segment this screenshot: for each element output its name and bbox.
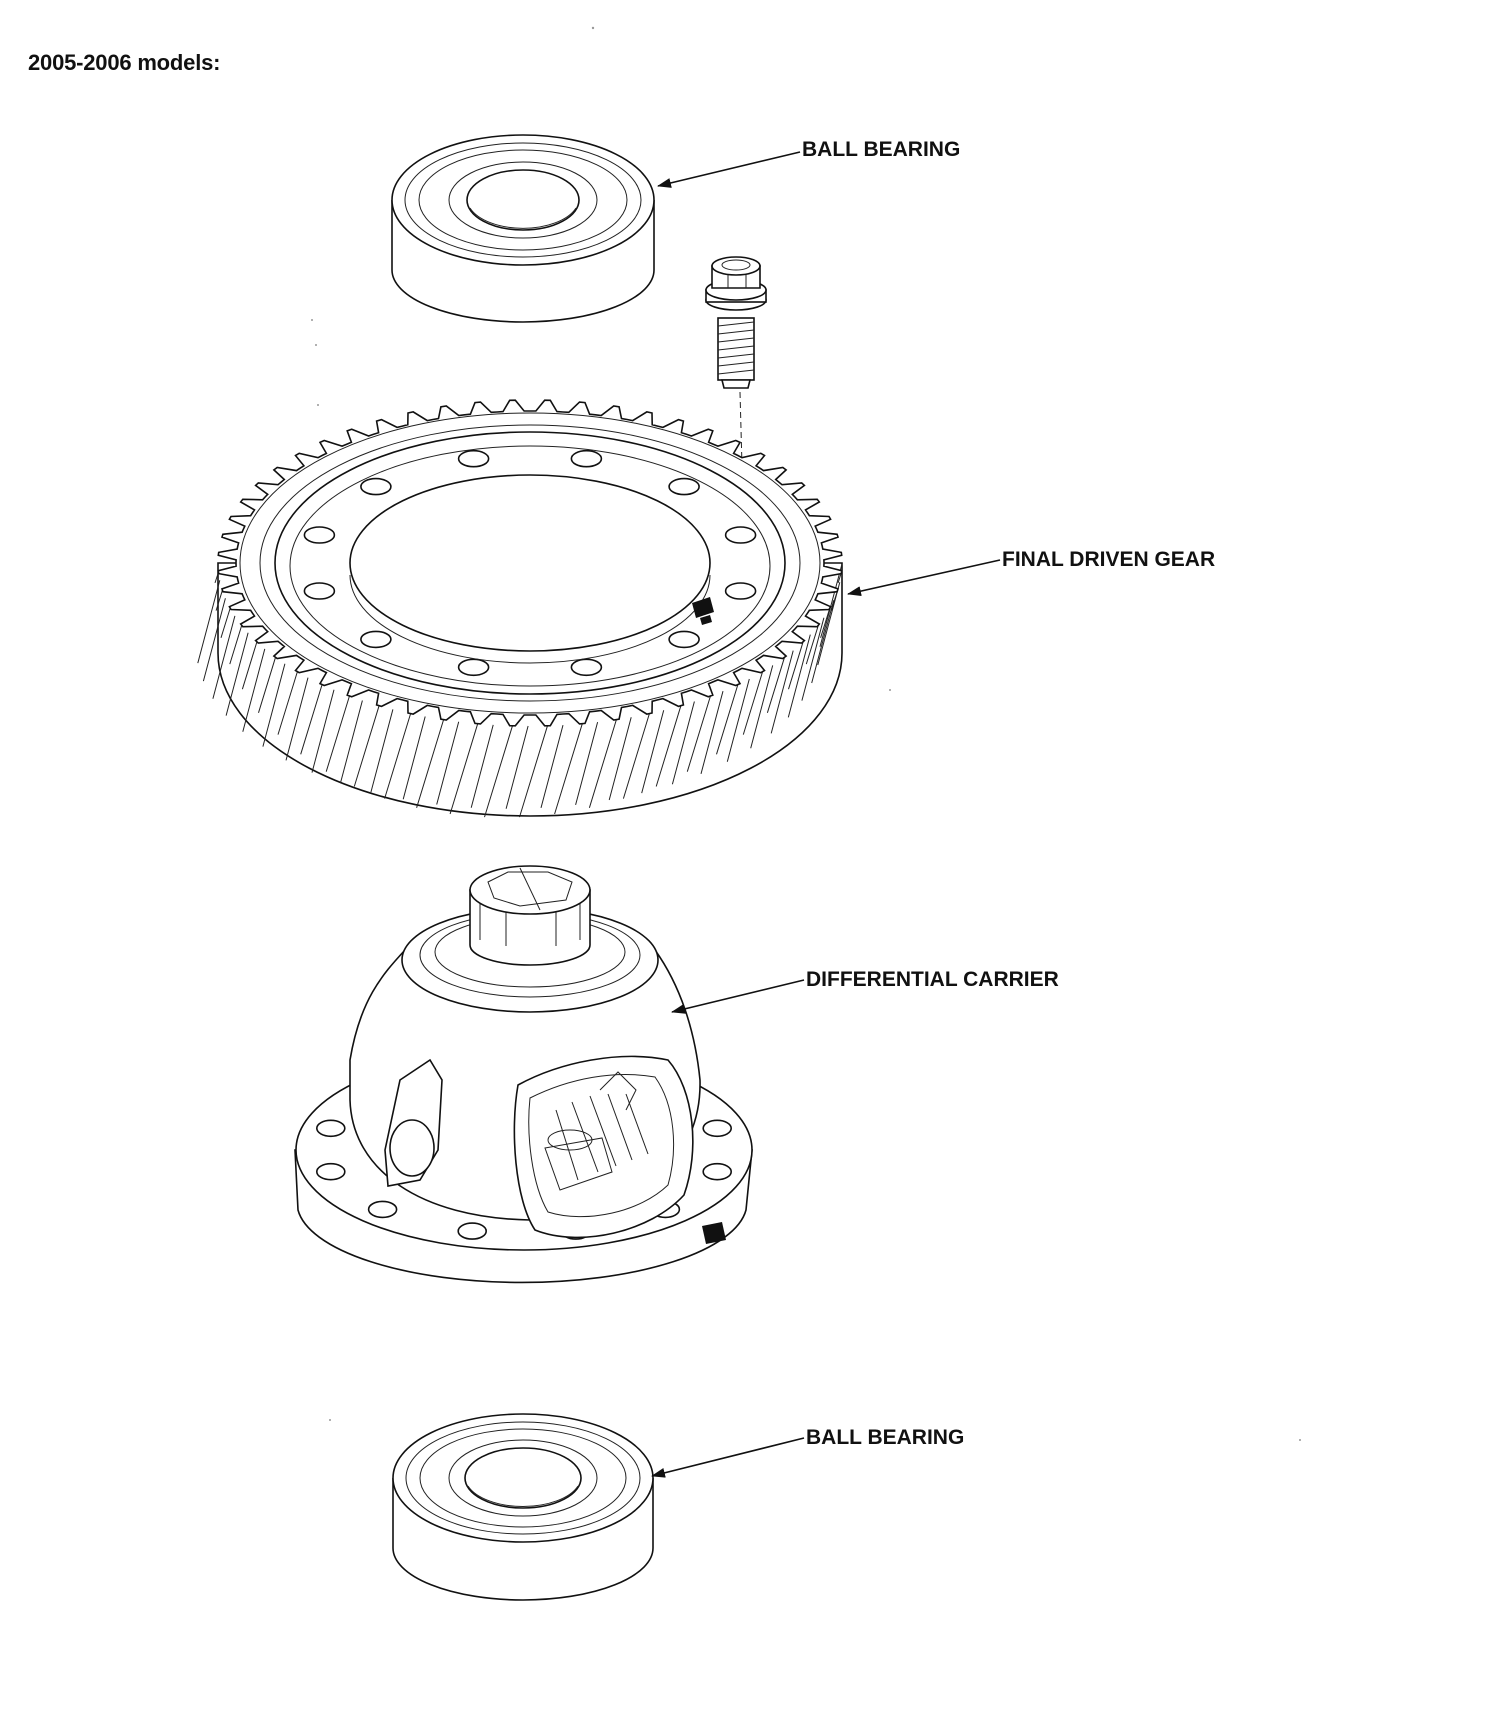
gear-tooth: [202, 590, 226, 682]
gear-tooth: [384, 713, 426, 800]
gear-tooth: [225, 625, 249, 716]
gear-tooth: [197, 571, 221, 664]
gear-tooth: [241, 641, 266, 732]
flange-bolt-hole: [457, 1222, 488, 1240]
gear-tooth: [258, 657, 286, 747]
gear-tooth: [484, 725, 529, 818]
flange-bolt-hole: [315, 1162, 346, 1181]
gear-bolt-hole: [360, 630, 392, 649]
final-driven-gear: [197, 399, 843, 818]
differential-carrier: [294, 865, 753, 1284]
gear-tooth: [212, 607, 236, 699]
gear-tooth: [622, 710, 665, 799]
gear-bolt-hole: [724, 582, 757, 600]
gear-tooth: [801, 617, 825, 701]
flange-bolt-hole: [315, 1119, 346, 1138]
gear-tooth: [300, 684, 335, 773]
callout-ball-bearing-bottom: BALL BEARING: [651, 1426, 964, 1478]
gear-bolt-hole: [303, 526, 336, 544]
label-final-driven-gear: FINAL DRIVEN GEAR: [1002, 548, 1215, 571]
gear-tooth: [716, 678, 750, 762]
gear-tooth: [588, 717, 632, 808]
gear-tooth: [325, 695, 363, 784]
gear-tooth: [766, 650, 794, 734]
gear-bolt-hole: [457, 658, 490, 677]
gear-bolt-hole: [570, 658, 603, 677]
gear-tooth: [277, 671, 309, 761]
gear-bolt-hole: [724, 526, 757, 544]
flange-bolt-hole: [367, 1200, 398, 1219]
gear-bolt: [705, 256, 767, 541]
flange-bolt-hole: [702, 1119, 733, 1138]
gear-tooth: [787, 634, 811, 718]
label-ball-bearing-top: BALL BEARING: [802, 138, 960, 161]
gear-tooth: [686, 690, 724, 775]
gear-tooth: [554, 721, 599, 815]
gear-bolt-hole: [668, 477, 700, 496]
gear-tooth: [811, 600, 835, 684]
gear-tooth: [449, 723, 494, 815]
gear-tooth: [416, 719, 460, 808]
gear-bolt-hole: [570, 449, 603, 468]
gear-bolt-hole: [457, 449, 490, 468]
gear-tooth: [519, 724, 564, 818]
callout-final-driven-gear: FINAL DRIVEN GEAR: [847, 548, 1215, 597]
label-differential-carrier: DIFFERENTIAL CARRIER: [806, 968, 1059, 991]
callout-differential-carrier: DIFFERENTIAL CARRIER: [671, 968, 1059, 1014]
gear-bolt-hole: [668, 630, 700, 649]
gear-tooth: [353, 705, 394, 793]
ball-bearing-bottom: [392, 1413, 654, 1601]
gear-tooth: [742, 665, 774, 749]
page-heading: 2005-2006 models:: [28, 50, 221, 75]
callout-ball-bearing-top: BALL BEARING: [657, 138, 960, 188]
ball-bearing-top: [391, 134, 655, 323]
gear-tooth: [655, 701, 695, 787]
label-ball-bearing-bottom: BALL BEARING: [806, 1426, 964, 1449]
gear-bolt-hole: [360, 477, 392, 496]
flange-bolt-hole: [702, 1162, 733, 1181]
gear-bolt-hole: [303, 582, 336, 600]
